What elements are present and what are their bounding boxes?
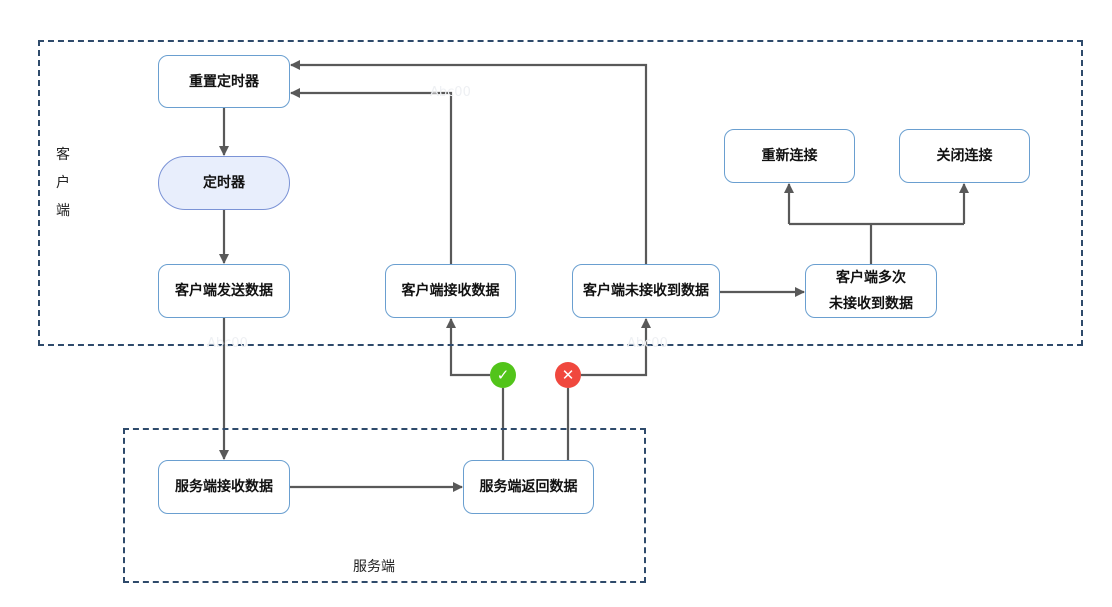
node-reconnect-label: 重新连接 — [761, 148, 818, 164]
node-timer[interactable]: 定时器 — [158, 156, 290, 210]
node-reset-timer[interactable]: 重置定时器 — [158, 55, 290, 108]
node-server-receive[interactable]: 服务端接收数据 — [158, 460, 290, 514]
edge-success-to-client-receive — [446, 318, 490, 377]
success-check-glyph: ✓ — [496, 366, 510, 384]
edge-failure-to-not-received — [581, 318, 651, 377]
node-server-receive-label: 服务端接收数据 — [175, 479, 273, 495]
node-client-multi-not-received[interactable]: 客户端多次 未接收到数据 — [805, 264, 937, 318]
node-server-return-label: 服务端返回数据 — [479, 479, 578, 495]
watermark: Abc00 — [627, 336, 668, 351]
node-close-connection-label: 关闭连接 — [936, 148, 993, 164]
server-group — [123, 428, 646, 583]
server-group-label: 服务端 — [353, 559, 395, 575]
node-client-receive[interactable]: 客户端接收数据 — [385, 264, 516, 318]
node-reset-timer-label: 重置定时器 — [189, 73, 259, 90]
node-client-not-received-label: 客户端未接收到数据 — [583, 283, 709, 299]
node-client-receive-label: 客户端接收数据 — [401, 283, 500, 299]
edge-not-received-to-reset — [290, 60, 648, 264]
client-group-label-char-3: 端 — [56, 203, 70, 219]
client-group-label-char-1: 客 — [56, 147, 70, 163]
client-group — [38, 40, 1083, 346]
node-reconnect[interactable]: 重新连接 — [724, 129, 855, 183]
node-timer-label: 定时器 — [203, 175, 245, 191]
node-client-send-label: 客户端发送数据 — [175, 283, 273, 299]
edge-receive-to-reset — [290, 88, 453, 264]
node-client-not-received[interactable]: 客户端未接收到数据 — [572, 264, 720, 318]
failure-x-icon: ✕ — [555, 362, 581, 388]
success-check-icon: ✓ — [490, 362, 516, 388]
watermark: Abc00 — [430, 85, 471, 100]
failure-x-glyph: ✕ — [561, 366, 575, 384]
node-server-return[interactable]: 服务端返回数据 — [463, 460, 594, 514]
node-client-send[interactable]: 客户端发送数据 — [158, 264, 290, 318]
client-group-label-char-2: 户 — [56, 175, 70, 191]
node-client-multi-not-received-line2: 未接收到数据 — [829, 296, 913, 312]
node-close-connection[interactable]: 关闭连接 — [899, 129, 1030, 183]
watermark: Abc00 — [207, 336, 248, 351]
node-client-multi-not-received-line1: 客户端多次 — [836, 270, 906, 286]
